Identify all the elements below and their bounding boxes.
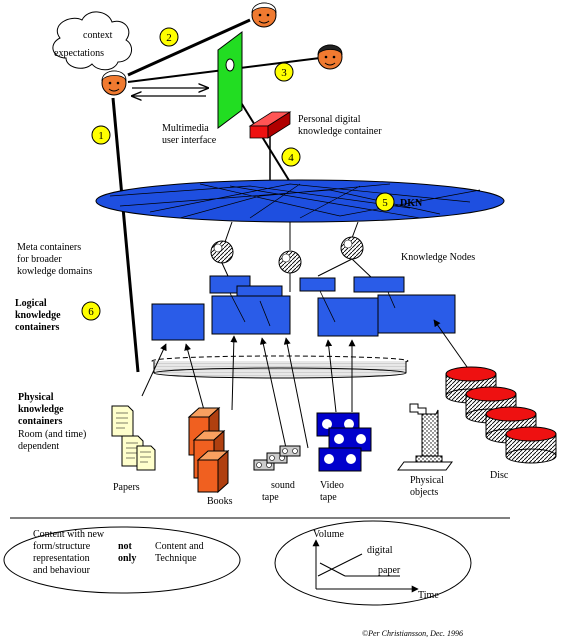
- container-inner-links: [229, 290, 396, 327]
- disc-stack-icon: [445, 366, 557, 464]
- link-line-user2: [127, 18, 251, 77]
- logical-container-box: [377, 294, 456, 334]
- badge-1: 1: [91, 125, 111, 145]
- physical-objects-label-1: Physical: [410, 475, 444, 486]
- physical-label-3: containers: [18, 416, 63, 427]
- meta-containers-label-2: for broader: [17, 254, 62, 265]
- context-label: context: [83, 30, 113, 41]
- knowledge-node-sphere: [210, 240, 234, 264]
- badge-3: 3: [274, 62, 294, 82]
- video-tape-icon: [316, 412, 372, 472]
- disc-label: Disc: [490, 470, 509, 481]
- logical-label-2: knowledge: [15, 310, 61, 321]
- dkn-node-connectors: [224, 221, 359, 250]
- knowledge-nodes-label: Knowledge Nodes: [401, 252, 475, 263]
- third-user-face-icon: [317, 44, 343, 70]
- sound-tape-label-2: tape: [262, 492, 279, 503]
- multimedia-label-1: Multimedia: [162, 123, 209, 134]
- books-icon: [187, 406, 230, 494]
- volume-time-legend: Volume digital paper Time: [274, 520, 472, 606]
- svg-text:1: 1: [98, 130, 104, 142]
- badge-4: 4: [281, 147, 301, 167]
- video-tape-label-1: Video: [320, 480, 344, 491]
- upward-arrows: [141, 319, 473, 449]
- volume-label: Volume: [313, 529, 344, 540]
- personal-container-icon: [248, 111, 292, 139]
- sound-tape-icon: [253, 445, 301, 471]
- logical-label-1: Logical: [15, 298, 47, 309]
- dkn-network-ellipse: [95, 179, 505, 223]
- legend-not: not: [118, 541, 133, 552]
- svg-text:3: 3: [281, 67, 287, 79]
- svg-text:5: 5: [382, 197, 388, 209]
- legend-line-4: and behaviour: [33, 565, 91, 576]
- legend-line-3: representation: [33, 553, 90, 564]
- personal-container-label-1: Personal digital: [298, 114, 361, 125]
- logical-label-3: containers: [15, 322, 60, 333]
- badge-5: 5: [375, 192, 395, 212]
- time-label: Time: [418, 590, 439, 601]
- video-tape-label-2: tape: [320, 492, 337, 503]
- multimedia-label-2: user interface: [162, 135, 217, 146]
- legend-line-2: form/structure: [33, 541, 91, 552]
- sound-tape-label-1: sound: [271, 480, 295, 491]
- remote-user-face-icon: [251, 2, 277, 28]
- physical-label-2: knowledge: [18, 404, 64, 415]
- paper-label: paper: [378, 565, 401, 576]
- context-cloud: context expectations: [52, 11, 133, 71]
- legend-content-technique-1: Content and: [155, 541, 204, 552]
- line-user-to-physical: [111, 97, 140, 373]
- dkn-label: DKN: [400, 198, 423, 209]
- paper-trend-line-a: [319, 562, 346, 577]
- node-to-container-lines: [221, 258, 373, 292]
- legend-content-technique-2: Technique: [155, 553, 197, 564]
- personal-container-label-2: knowledge container: [298, 126, 382, 137]
- legend-only: only: [118, 553, 136, 564]
- meta-container-box: [353, 276, 405, 293]
- physical-objects-icon: [397, 403, 453, 471]
- content-technique-legend: Content with new form/structure represen…: [3, 526, 241, 594]
- user-face-icon: [101, 70, 127, 96]
- svg-text:6: 6: [88, 306, 94, 318]
- meta-container-box: [299, 277, 336, 292]
- multimedia-interface-panel: [217, 31, 243, 129]
- papers-label: Papers: [113, 482, 140, 493]
- papers-icon: [111, 405, 156, 471]
- books-label: Books: [207, 496, 233, 507]
- room-label-2: dependent: [18, 441, 59, 452]
- physical-objects-label-2: objects: [410, 487, 438, 498]
- logical-container-box: [151, 303, 205, 341]
- svg-text:4: 4: [288, 152, 294, 164]
- knowledge-node-sphere: [340, 236, 364, 260]
- badge-2: 2: [159, 27, 179, 47]
- physical-base-platform: [151, 355, 409, 379]
- knowledge-node-sphere: [278, 250, 302, 274]
- copyright-text: ©Per Christiansson, Dec. 1996: [362, 629, 463, 638]
- expectations-label: expectations: [54, 48, 104, 59]
- physical-label-1: Physical: [18, 392, 54, 403]
- interface-camera-icon: [225, 58, 235, 72]
- svg-text:2: 2: [166, 32, 172, 44]
- badge-6: 6: [81, 301, 101, 321]
- logical-container-box: [211, 295, 291, 335]
- meta-containers-label-3: kowledge domains: [17, 266, 92, 277]
- room-label-1: Room (and time): [18, 429, 86, 440]
- meta-containers-label-1: Meta containers: [17, 242, 81, 253]
- logical-container-box: [317, 297, 379, 337]
- digital-label: digital: [367, 545, 393, 556]
- digital-trend-line: [317, 553, 363, 577]
- legend-line-1: Content with new: [33, 529, 105, 540]
